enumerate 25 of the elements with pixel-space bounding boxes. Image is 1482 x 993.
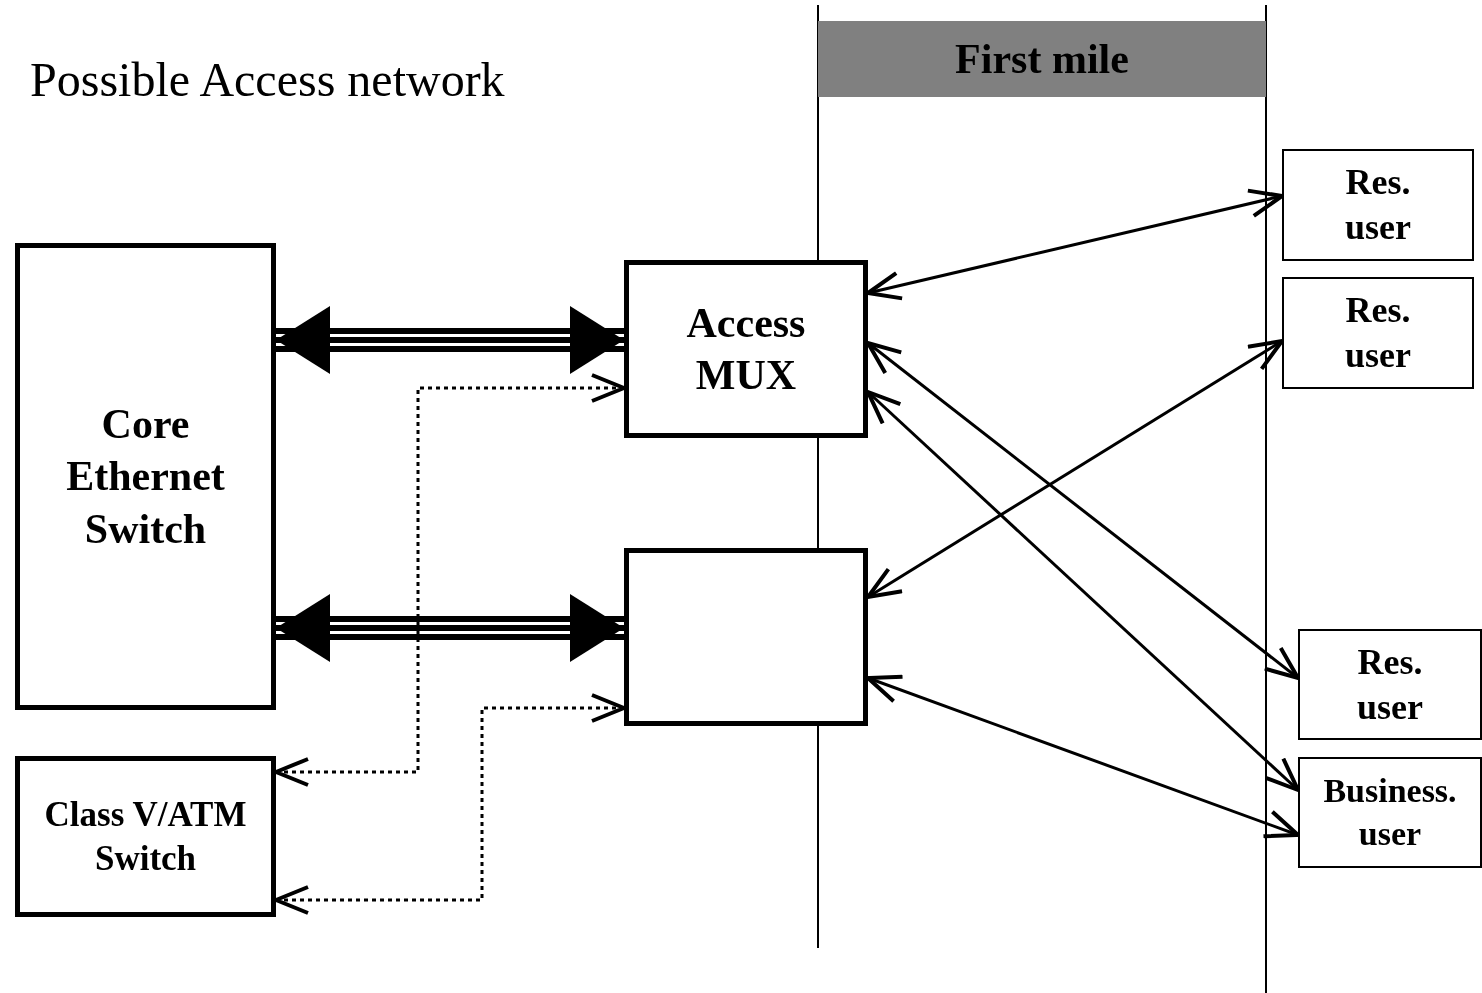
node-box	[15, 243, 276, 710]
dotted-arrow	[274, 693, 626, 915]
arrow	[866, 674, 1300, 839]
node-box	[1298, 757, 1482, 868]
node-label: First mile	[955, 34, 1129, 84]
node-box	[15, 756, 276, 917]
node-label: Res. user	[1356, 640, 1424, 729]
arrow	[866, 188, 1284, 301]
arrow	[866, 339, 1284, 599]
dotted-arrow	[274, 373, 626, 787]
arrow	[866, 390, 1300, 792]
diagram-title: Possible Access network	[30, 52, 505, 107]
box-shape	[624, 548, 868, 726]
node-box	[1282, 149, 1474, 261]
node-label: Class V/ATM Switch	[43, 793, 248, 880]
header-band	[818, 21, 1266, 97]
arrow	[866, 341, 1300, 680]
node-label: Res. user	[1344, 289, 1412, 377]
node-label: Business. user	[1322, 771, 1458, 854]
node-box	[1282, 277, 1474, 389]
node-box	[624, 260, 868, 438]
node-label: Access MUX	[685, 298, 807, 400]
node-label: Res. user	[1344, 161, 1412, 249]
node-label: Core Ethernet Switch	[65, 399, 226, 554]
node-box	[1298, 629, 1482, 740]
